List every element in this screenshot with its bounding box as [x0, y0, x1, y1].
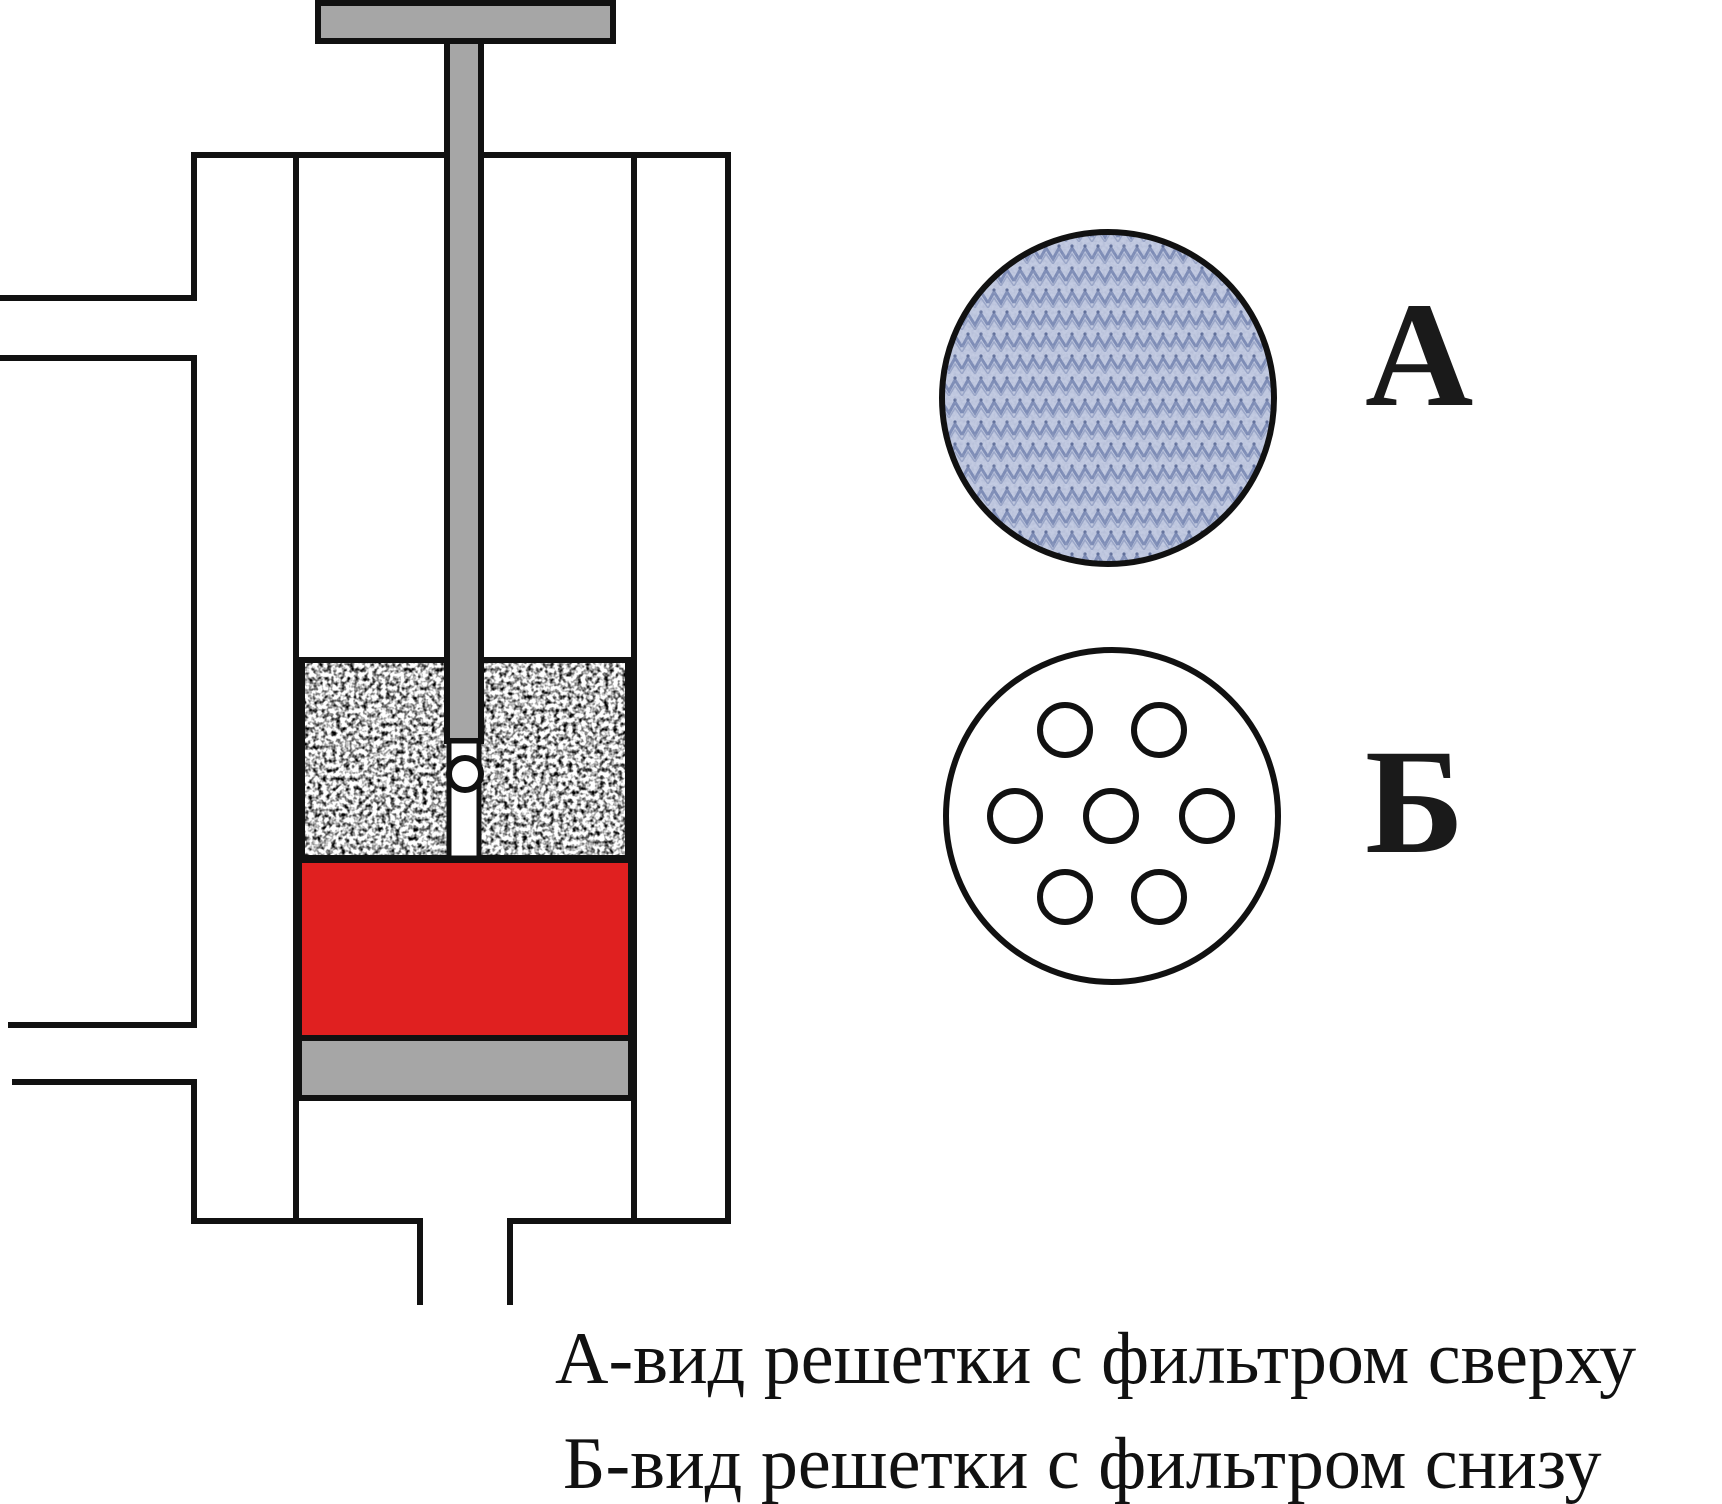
label-a: А [1365, 272, 1473, 438]
plunger-handle [315, 0, 616, 44]
disc-b-hole [1131, 702, 1187, 758]
disc-b-hole [1179, 788, 1235, 844]
outer-jacket [0, 152, 731, 1305]
plunger-rod [444, 38, 484, 744]
upper-port-lower-edge [0, 355, 197, 1028]
jacket-left-wall-top [0, 152, 731, 1224]
jacket-bottom-right [507, 1218, 728, 1305]
disc-b-hole [1131, 869, 1187, 925]
disc-b-hole [1037, 702, 1093, 758]
lower-port-upper-edge [12, 1079, 423, 1305]
caption-a: А-вид решетки с фильтром сверху [555, 1318, 1636, 1400]
gray-grate-plate [296, 1035, 634, 1101]
rod-valve-ball [446, 755, 484, 793]
caption-b: Б-вид решетки с фильтром снизу [563, 1423, 1602, 1504]
disc-b-hole [987, 788, 1043, 844]
disc-a-filter-top-view [939, 229, 1277, 567]
plunger [315, 0, 616, 861]
label-b: Б [1365, 719, 1464, 885]
disc-b-hole [1083, 788, 1139, 844]
disc-b-hole [1037, 869, 1093, 925]
red-layer [296, 857, 634, 1041]
disc-b-filter-bottom-view [943, 647, 1281, 985]
